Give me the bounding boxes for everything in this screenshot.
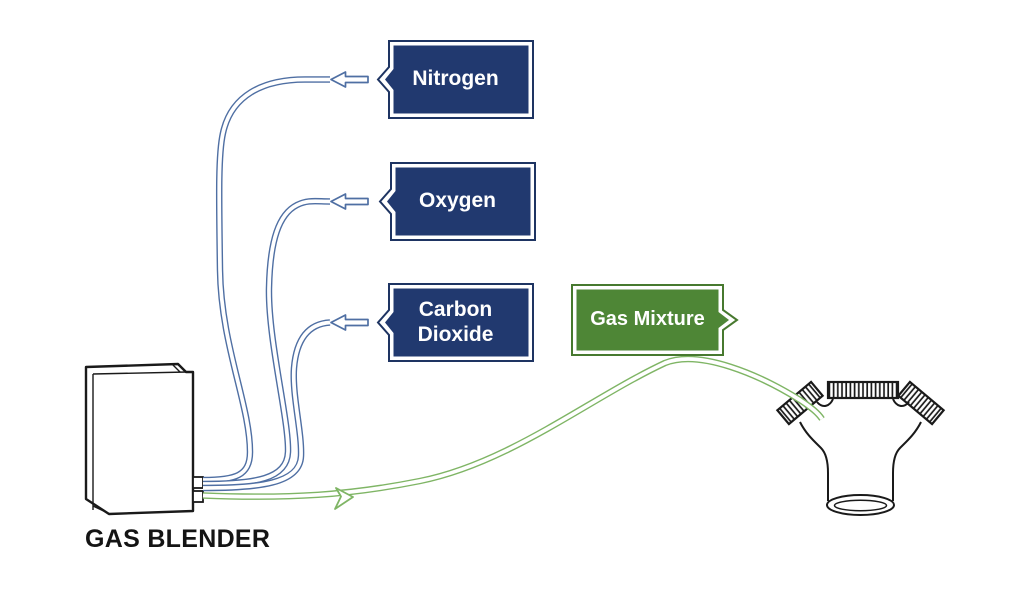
blender-outlet-port-top (192, 476, 204, 489)
tube-nitrogen (202, 76, 330, 484)
vessel-right-shoulder (892, 421, 922, 501)
gas-blender-device (84, 362, 204, 516)
gas-blender-title: GAS BLENDER (85, 525, 271, 553)
vessel-left-shoulder (799, 421, 829, 501)
gas-mixture-flow-arrow-icon (334, 487, 354, 510)
vessel-cap-center (826, 380, 900, 400)
node-nitrogen (376, 40, 534, 119)
carbon-dioxide-flow-arrow-icon (330, 314, 369, 331)
blender-outlet-port-bottom (192, 490, 204, 503)
tube-carbon-dioxide (202, 319, 331, 492)
vessel-cap-right (896, 380, 946, 426)
oxygen-flow-arrow-icon (330, 193, 369, 210)
vessel-base-rim (826, 494, 895, 516)
node-gas-mixture (571, 284, 739, 356)
tube-gas-mixture (202, 355, 825, 510)
culture-vessel (775, 380, 946, 516)
node-oxygen (378, 162, 536, 241)
node-carbon-dioxide (376, 283, 534, 362)
nitrogen-flow-arrow-icon (330, 71, 369, 88)
tube-oxygen (202, 197, 331, 488)
